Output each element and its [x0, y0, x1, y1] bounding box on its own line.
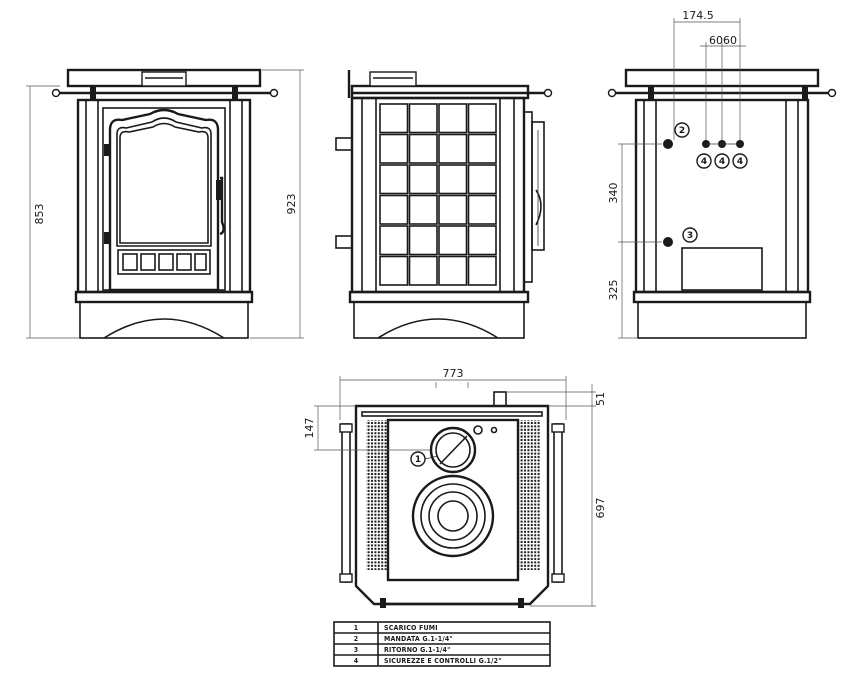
tile	[408, 255, 438, 286]
tile	[379, 225, 409, 256]
tile	[408, 164, 438, 195]
legend-row-2-label: MANDATA G.1-1/4"	[384, 635, 453, 643]
dim-340: 340	[607, 183, 620, 204]
legend-row-2-num: 2	[354, 635, 359, 643]
tile	[467, 133, 497, 164]
plan-perforation-right	[518, 420, 540, 570]
legend-row-1-num: 1	[354, 624, 359, 632]
legend-row-1-label: SCARICO FUMI	[384, 624, 438, 632]
dim-773: 773	[443, 367, 464, 380]
tile	[438, 164, 468, 195]
dim-51: 51	[594, 392, 607, 406]
callout-2-back: 2	[679, 126, 685, 136]
tile	[379, 164, 409, 195]
tile	[467, 164, 497, 195]
tile	[438, 225, 468, 256]
tile	[408, 225, 438, 256]
tile	[408, 194, 438, 225]
callout-4b-back: 4	[719, 157, 725, 167]
dim-923: 923	[285, 194, 298, 215]
dim-174-5: 174.5	[682, 9, 714, 22]
callout-4a-back: 4	[701, 157, 707, 167]
tile	[379, 255, 409, 286]
plan-view: 1 773 147 51 697	[303, 367, 607, 608]
tile	[438, 255, 468, 286]
legend-table: 1 SCARICO FUMI 2 MANDATA G.1-1/4" 3 RITO…	[333, 621, 551, 667]
side-view	[335, 70, 553, 339]
tile	[379, 194, 409, 225]
legend-row-3-num: 3	[354, 646, 359, 654]
callout-1-plan: 1	[415, 455, 421, 465]
dim-697: 697	[594, 498, 607, 519]
tile	[467, 194, 497, 225]
front-view: 853 923	[26, 68, 304, 339]
back-view: 2 3 4 4 4 174.5 6060 340 325	[607, 9, 837, 339]
tile-grid	[379, 103, 497, 286]
dim-60-60: 6060	[709, 34, 737, 47]
callout-3-back: 3	[687, 231, 693, 241]
tile	[467, 103, 497, 134]
tile	[379, 103, 409, 134]
callout-4c-back: 4	[737, 157, 743, 167]
legend-row-3-label: RITORNO G.1-1/4"	[384, 646, 451, 654]
plan-perforation-left	[366, 420, 388, 570]
legend-row-4-label: SICUREZZE E CONTROLLI G.1/2"	[384, 657, 502, 665]
tile	[438, 194, 468, 225]
tile	[408, 133, 438, 164]
tile	[408, 103, 438, 134]
dim-147: 147	[303, 418, 316, 439]
legend-row-4-num: 4	[354, 657, 359, 665]
tile	[467, 255, 497, 286]
tile	[438, 103, 468, 134]
tile	[467, 225, 497, 256]
dim-853: 853	[33, 204, 46, 225]
tile	[379, 133, 409, 164]
tile	[438, 133, 468, 164]
dim-325: 325	[607, 280, 620, 301]
